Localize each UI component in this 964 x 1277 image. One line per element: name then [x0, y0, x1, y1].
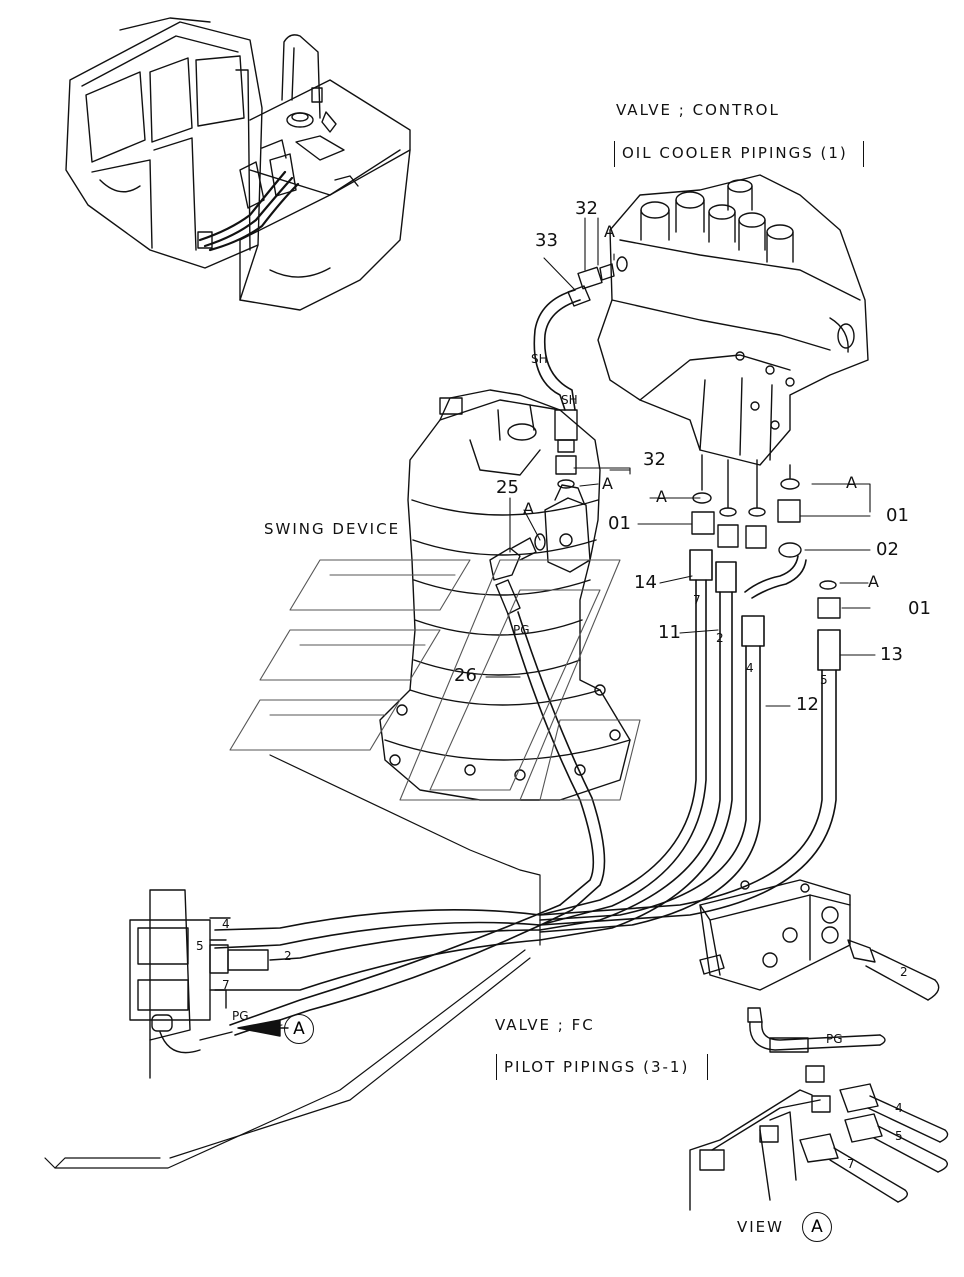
caption-bracket-pilot [496, 1054, 708, 1080]
tag-right-2: 2 [900, 965, 908, 979]
caption-swing-device: SWING DEVICE [264, 520, 401, 538]
swing-device-motor [380, 390, 630, 800]
callout-32-top: 32 [575, 198, 598, 219]
fitting-32-top [578, 257, 627, 289]
leader-lines [258, 218, 875, 1028]
tag-right-4: 4 [895, 1101, 903, 1115]
callout-11: 11 [658, 622, 681, 643]
a-mark-01-bottom: A [868, 572, 879, 591]
callout-01-right-bottom: 01 [908, 598, 931, 619]
hose-26 [496, 580, 605, 910]
tag-pg-2: PG [232, 1009, 249, 1023]
hose-33 [534, 286, 590, 452]
view-marker-left: A [284, 1014, 314, 1044]
callout-12: 12 [796, 694, 819, 715]
callout-02: 02 [876, 539, 899, 560]
view-a-detail [690, 1066, 948, 1210]
caption-valve-fc: VALVE ; FC [495, 1016, 595, 1034]
tag-block-5: 5 [196, 939, 204, 953]
tag-right-5: 5 [895, 1129, 903, 1143]
callout-26: 26 [454, 665, 477, 686]
caption-pilot-pipings: PILOT PIPINGS (3-1) [504, 1058, 690, 1076]
tag-block-7: 7 [222, 978, 230, 992]
tag-right-7: 7 [847, 1157, 855, 1171]
callout-25: 25 [496, 477, 519, 498]
a-mark-01-left: A [656, 487, 667, 506]
pilot-hoses [215, 550, 840, 1035]
tag-hose-4: 4 [746, 661, 754, 675]
callout-01-left: 01 [608, 513, 631, 534]
tag-hose-2: 2 [716, 631, 724, 645]
tag-block-4: 4 [222, 917, 230, 931]
tag-block-2: 2 [284, 949, 292, 963]
caption-valve-control: VALVE ; CONTROL [616, 101, 780, 119]
a-mark-top: A [604, 222, 615, 241]
tag-pg-3: PG [826, 1032, 843, 1046]
frame-lines [45, 755, 540, 1168]
callout-32-mid: 32 [643, 449, 666, 470]
port-fittings [692, 455, 840, 618]
caption-view: VIEW [737, 1218, 784, 1236]
callout-13: 13 [880, 644, 903, 665]
fitting-25 [490, 534, 545, 580]
caption-oil-cooler: OIL COOLER PIPINGS (1) [622, 144, 848, 162]
callout-14: 14 [634, 572, 657, 593]
a-mark-mid: A [602, 474, 613, 493]
tag-hose-5: 5 [820, 673, 828, 687]
view-marker-bottom: A [802, 1212, 832, 1242]
fc-valve-view [700, 880, 939, 1052]
callout-33: 33 [535, 230, 558, 251]
a-mark-01-right: A [846, 473, 857, 492]
tag-sh-1: SH [531, 352, 548, 366]
watermark-logo [230, 560, 640, 800]
caption-bracket-oil [614, 141, 864, 167]
callout-01-right-top: 01 [886, 505, 909, 526]
fitting-32-mid [556, 456, 576, 488]
fc-valve-block-left [130, 890, 268, 1078]
control-valve-body [598, 175, 868, 465]
tag-sh-2: SH [561, 393, 578, 407]
tag-pg-1: PG [513, 623, 530, 637]
tag-hose-7: 7 [693, 593, 701, 607]
a-mark-25: A [523, 499, 534, 518]
excavator-upper-body [66, 18, 410, 310]
